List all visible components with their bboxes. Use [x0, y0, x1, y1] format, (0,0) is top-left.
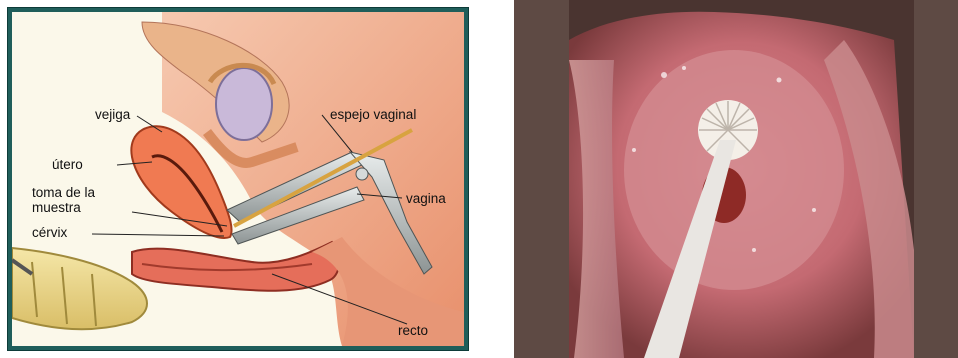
anatomy-diagram-panel: vejiga espejo vaginal útero toma de la m… — [8, 8, 468, 350]
label-espejo-vaginal: espejo vaginal — [330, 108, 416, 122]
bladder-shape — [216, 68, 272, 140]
label-vejiga: vejiga — [95, 108, 130, 122]
left-speculum-edge — [514, 0, 569, 358]
label-toma-line2: muestra — [32, 201, 81, 215]
right-speculum-edge — [914, 0, 958, 358]
label-toma-line1: toma de la — [32, 186, 95, 200]
anatomy-illustration — [12, 12, 464, 346]
speculum-screw — [356, 168, 368, 180]
sacrum-bone — [12, 248, 147, 329]
clinical-photo-panel — [514, 0, 958, 358]
cervix-surface — [624, 50, 844, 290]
label-utero: útero — [52, 158, 83, 172]
label-recto: recto — [398, 324, 428, 338]
label-vagina: vagina — [406, 192, 446, 206]
clinical-photo — [514, 0, 958, 358]
label-cervix: cérvix — [32, 226, 67, 240]
